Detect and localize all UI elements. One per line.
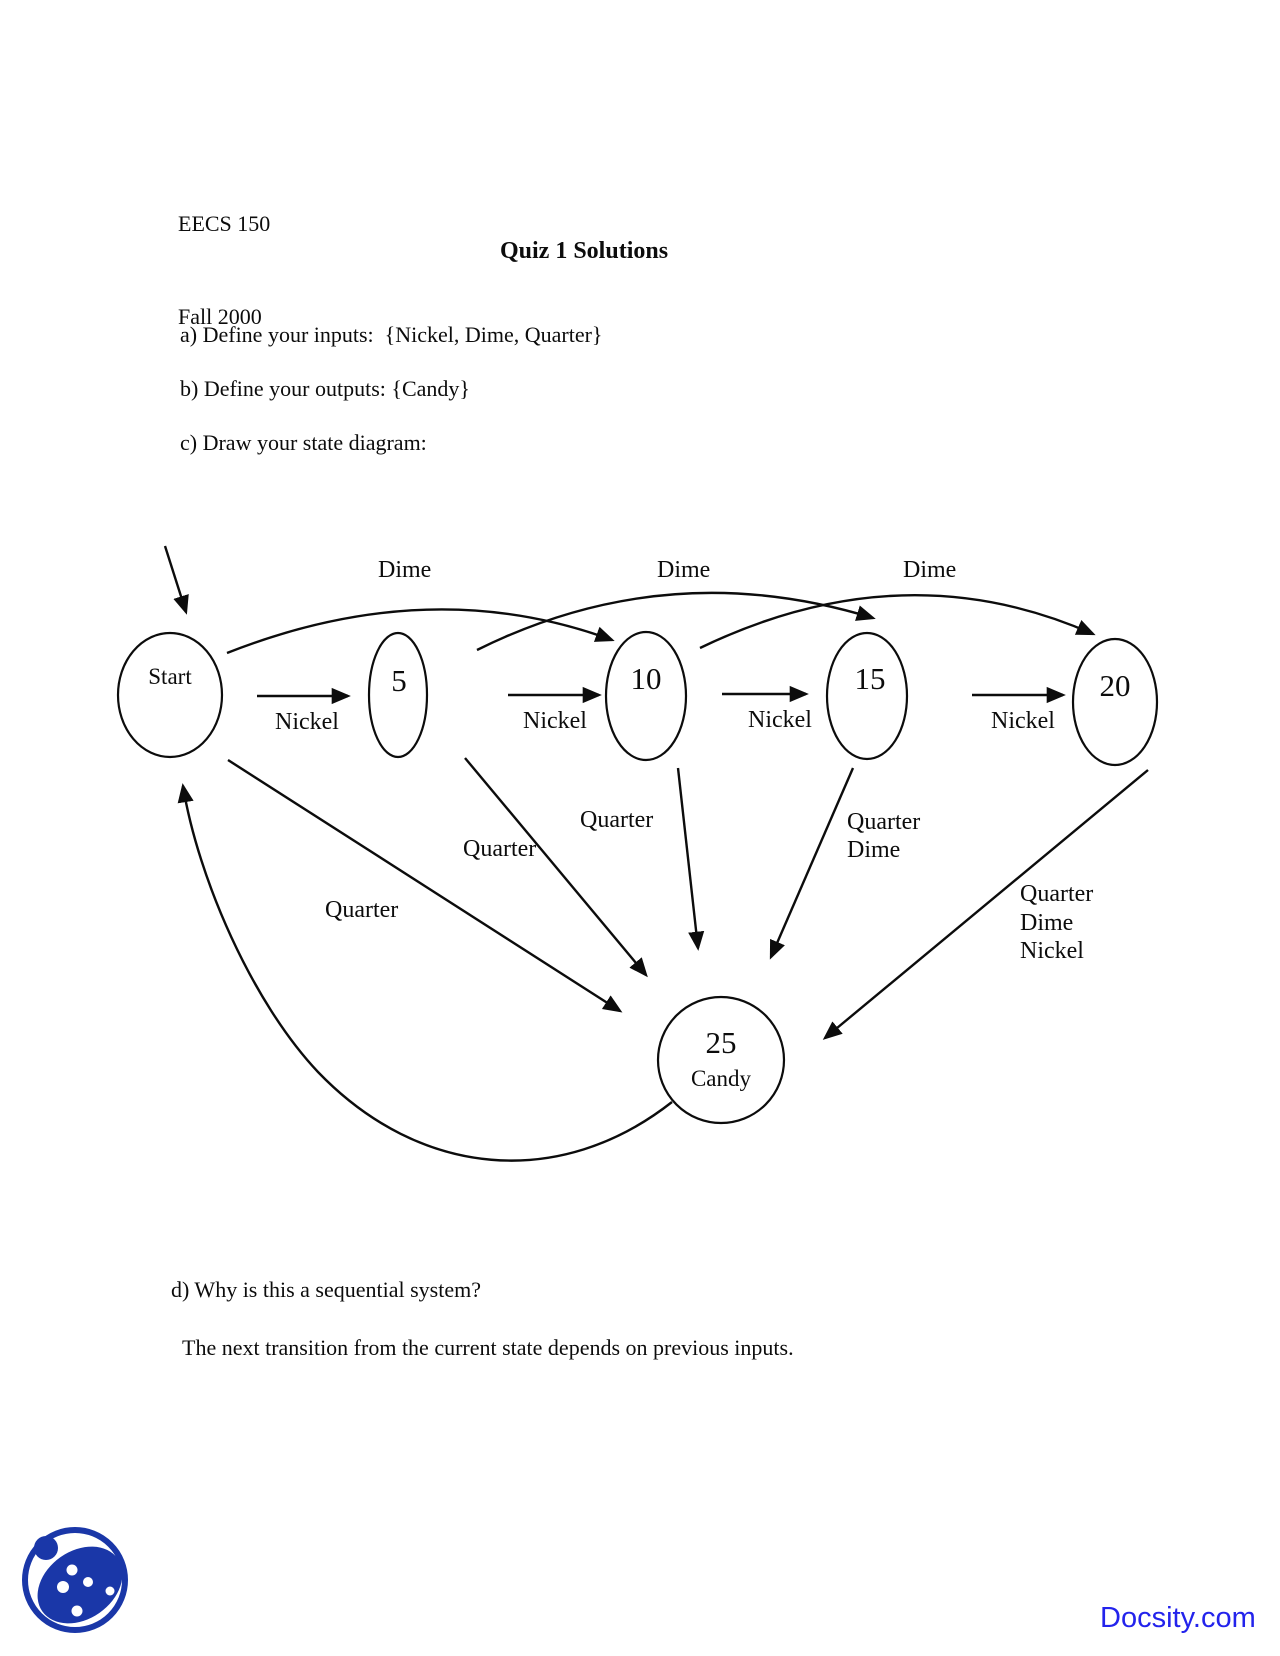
state-25-label: 25 — [706, 1025, 737, 1060]
transition-return-25-start — [177, 783, 673, 1162]
docsity-link[interactable]: Docsity.com — [1100, 1602, 1256, 1634]
docsity-logo-ring — [22, 1527, 128, 1633]
transition-dime-start-10 — [226, 608, 615, 655]
transition-quarter-10-25 — [676, 767, 705, 951]
docsity-logo-holes — [57, 1564, 115, 1617]
course-term: Fall 2000 — [178, 304, 262, 329]
label-nickel-start-5: Nickel — [275, 709, 339, 735]
state-25-circle — [656, 995, 786, 1125]
state-20-ellipse — [1071, 637, 1159, 767]
state-10-ellipse — [604, 630, 688, 762]
question-a: a) Define your inputs: {Nickel, Dime, Qu… — [180, 322, 603, 347]
question-d-answer: The next transition from the current sta… — [182, 1335, 794, 1360]
transition-quarter-start-25 — [227, 758, 623, 1013]
state-10-label: 10 — [631, 661, 662, 696]
transition-quarter-dime-15-25 — [769, 767, 855, 960]
state-15-label: 15 — [855, 661, 886, 696]
label-nickel-5-10: Nickel — [523, 708, 587, 734]
state-start-ellipse — [116, 631, 224, 759]
state-start-label: Start — [148, 664, 192, 689]
label-nickel-15-20: Nickel — [991, 708, 1055, 734]
question-d: d) Why is this a sequential system? — [171, 1277, 481, 1302]
transition-dime-10-20 — [699, 594, 1096, 650]
label-dime-10-20: Dime — [903, 557, 956, 583]
docsity-logo-blob — [34, 1536, 123, 1624]
question-b: b) Define your outputs: {Candy} — [180, 376, 470, 401]
state-20-label: 20 — [1100, 668, 1131, 703]
transition-quarter-dime-nickel-20-25 — [822, 769, 1149, 1040]
label-quarter-20-25-line1: Quarter — [1020, 881, 1093, 907]
label-quarter-5-25: Quarter — [463, 836, 536, 862]
transition-quarter-5-25 — [464, 757, 648, 978]
page-title: Quiz 1 Solutions — [500, 238, 669, 264]
state-5-label: 5 — [391, 663, 407, 698]
question-c: c) Draw your state diagram: — [180, 430, 427, 455]
course-header: EECS 150 Fall 2000 — [178, 146, 270, 363]
label-quarter-15-25-line1: Quarter — [847, 809, 920, 835]
label-quarter-15-25-line2: Dime — [847, 837, 900, 863]
state-5-ellipse — [367, 631, 429, 759]
label-quarter-10-25: Quarter — [580, 807, 653, 833]
label-nickel-10-15: Nickel — [748, 707, 812, 733]
transition-dime-5-15 — [476, 591, 876, 652]
docsity-logo — [22, 1527, 128, 1633]
label-dime-5-15: Dime — [657, 557, 710, 583]
label-dime-start-10: Dime — [378, 557, 431, 583]
label-quarter-20-25-line3: Nickel — [1020, 938, 1084, 964]
label-quarter-start-25: Quarter — [325, 897, 398, 923]
state-25-sublabel: Candy — [691, 1066, 752, 1091]
course-code: EECS 150 — [178, 211, 271, 236]
entry-arrow — [163, 545, 189, 615]
label-quarter-20-25-line2: Dime — [1020, 910, 1073, 936]
state-15-ellipse — [825, 631, 909, 761]
